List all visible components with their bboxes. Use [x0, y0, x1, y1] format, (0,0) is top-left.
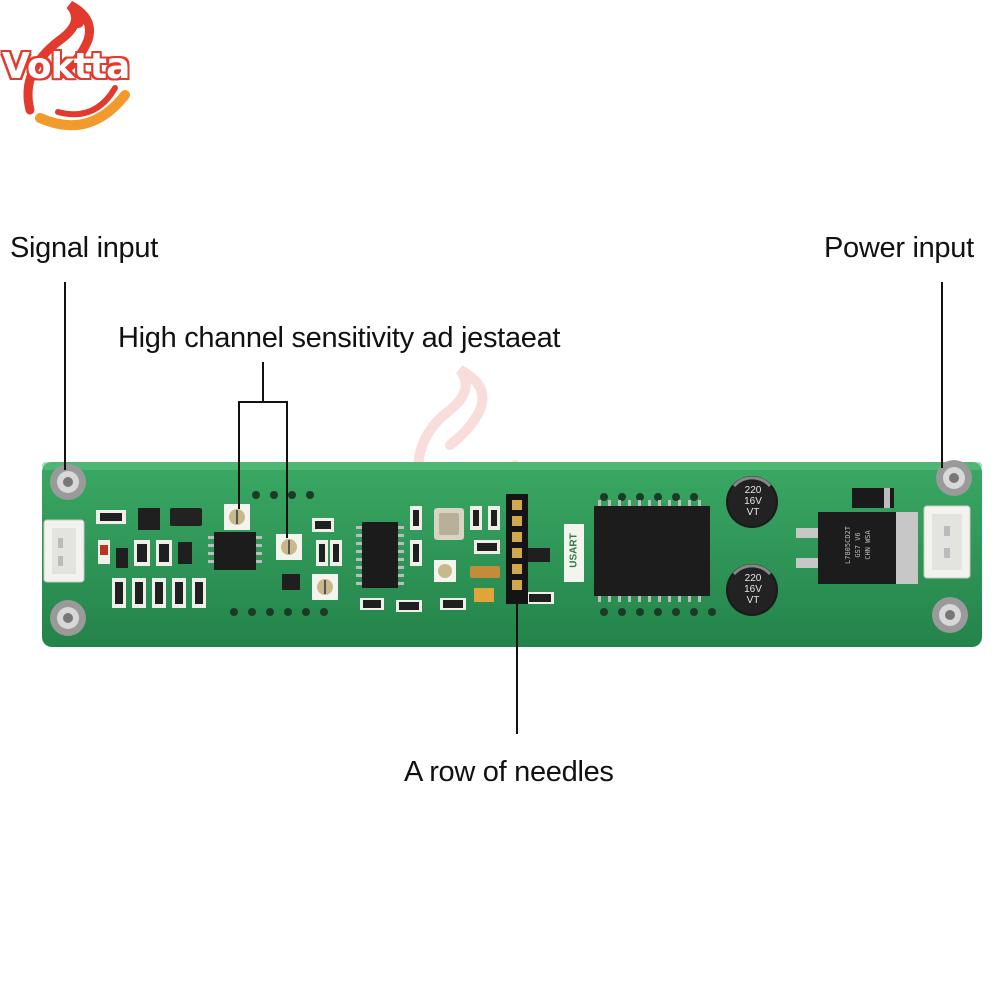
power-input-label: Power input — [824, 232, 974, 264]
smd-components-center — [360, 506, 554, 612]
capacitor-bottom — [726, 564, 778, 616]
cap-series: VT — [746, 507, 760, 518]
mounting-screw — [936, 460, 972, 496]
smd-components-left — [96, 508, 206, 608]
smd-components-middle — [282, 518, 342, 590]
mounting-screw — [50, 600, 86, 636]
regulator-part: L7805CD2T — [844, 526, 852, 564]
microcontroller-chip — [594, 500, 710, 602]
sensitivity-label: High channel sensitivity ad jestaeat — [118, 322, 561, 354]
cap-voltage: 16V — [744, 496, 762, 507]
needles-pointer — [516, 604, 518, 734]
regulator-marking: L7805CD2T GS7 V6 CHN WSA — [843, 509, 873, 581]
cap-voltage: 16V — [744, 584, 762, 595]
regulator-origin: CHN WSA — [864, 530, 872, 560]
regulator-lot: GS7 V6 — [854, 532, 862, 558]
signal-input-label: Signal input — [10, 232, 158, 264]
pin-header — [506, 494, 528, 604]
sensitivity-pointer-right — [286, 401, 288, 538]
cap-series: VT — [746, 595, 760, 606]
opamp-chip — [208, 532, 262, 570]
brand-logo: Voktta — [0, 0, 180, 135]
signal-input-connector — [43, 519, 85, 583]
diode — [852, 488, 894, 508]
mounting-screw — [50, 464, 86, 500]
mounting-screw — [932, 597, 968, 633]
usart-label: USART — [568, 533, 580, 568]
power-input-connector — [923, 505, 971, 579]
sensitivity-pointer-bar — [238, 401, 288, 403]
needles-label: A row of needles — [404, 756, 614, 788]
sensitivity-potentiometer — [276, 534, 302, 560]
sensitivity-potentiometer — [224, 504, 250, 530]
logo-swirl-icon — [23, 1, 130, 131]
cap-value: 220 — [744, 573, 762, 584]
sensitivity-pointer-left — [238, 401, 240, 509]
signal-input-pointer — [64, 282, 66, 470]
capacitor-top-marking: 220 16V VT — [735, 485, 771, 518]
brand-name: Voktta — [2, 46, 130, 87]
voltage-regulator — [796, 512, 918, 584]
power-input-pointer — [941, 282, 943, 468]
sensitivity-pointer-stem — [262, 362, 264, 402]
capacitor-top — [726, 476, 778, 528]
logic-ic — [356, 522, 404, 588]
cap-value: 220 — [744, 485, 762, 496]
capacitor-bottom-marking: 220 16V VT — [735, 573, 771, 606]
potentiometer — [312, 574, 338, 600]
pin-holes — [230, 491, 716, 616]
